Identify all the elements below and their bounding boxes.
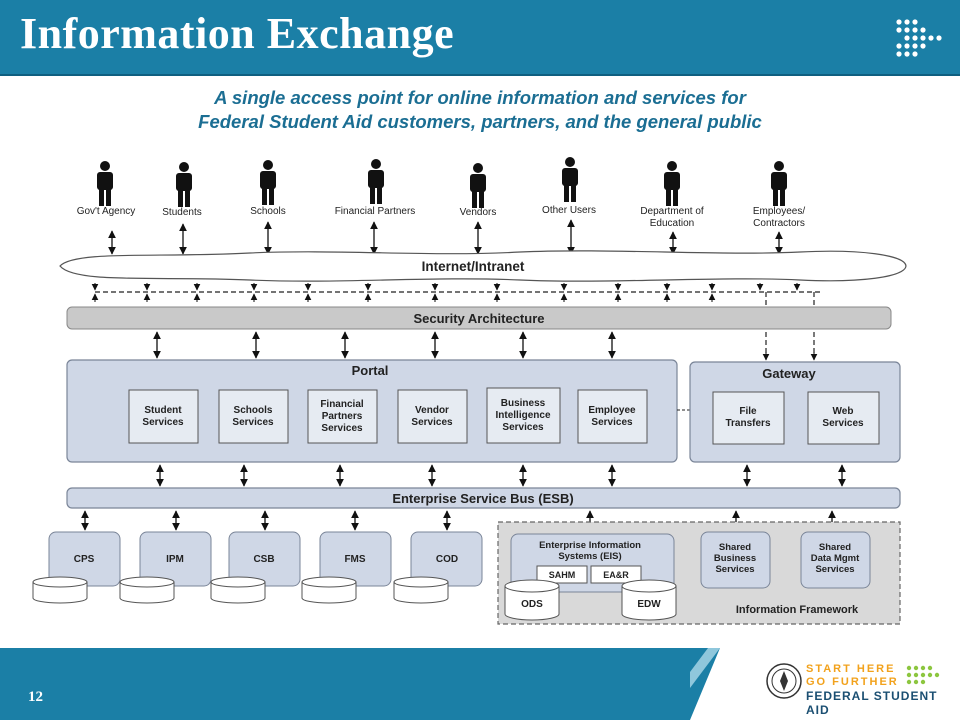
vendor-services-line2: Services [411,417,453,428]
framework-databases [504,579,677,621]
user-label-employees: Employees/ [753,206,805,217]
system-cod: COD [436,554,458,565]
student-services-line1: Student [144,405,182,416]
person-icon [368,159,384,204]
bi-services-line2: Intelligence [495,410,550,421]
shared-business-line1: Shared [719,542,751,553]
edw-label: EDW [637,599,661,610]
user-label-govt-agency: Gov't Agency [77,206,136,217]
ear-box [590,565,642,584]
ear-label: EA&R [603,570,629,580]
sahm-label: SAHM [549,570,576,580]
user-label-financial-partners: Financial Partners [335,206,416,217]
page-number: 12 [28,689,43,705]
header-divider [0,74,960,76]
shared-business-line2: Business [714,553,756,564]
shared-business-box [700,531,771,589]
financial-services-line1: Financial [320,399,364,410]
employee-services-line1: Employee [588,405,636,416]
portal-services: Student Services Schools Services Financ… [128,387,648,444]
security-architecture-bar [66,306,892,330]
framework-label: Information Framework [736,604,859,616]
person-icon [771,161,787,206]
student-services-line2: Services [142,417,184,428]
subtitle-line-1: A single access point for online informa… [214,87,746,108]
esb-system-arrows [81,510,836,533]
portal-label: Portal [352,363,389,378]
slogan-federal-student-aid: FEDERAL STUDENT AID [806,689,938,717]
esb-label: Enterprise Service Bus (ESB) [392,491,573,506]
footer-logo-panel [690,648,960,720]
dashed-rises [91,293,716,302]
architecture-diagram: Gov't Agency Students Schools Financial … [32,157,907,625]
person-icon [176,162,192,207]
system-cps: CPS [74,554,95,565]
eis-line2: Systems (EIS) [558,551,621,562]
user-label-vendors: Vendors [460,207,497,218]
security-label: Security Architecture [413,311,544,326]
schools-services-line2: Services [232,417,274,428]
slide-title: Information Exchange [20,9,455,58]
database-cylinders [32,576,449,604]
user-label-students: Students [162,207,201,218]
web-services-line1: Web [833,406,854,417]
subtitle-line-2: Federal Student Aid customers, partners,… [198,111,762,132]
bi-services-line1: Business [501,398,546,409]
user-label-other-users: Other Users [542,205,596,216]
employee-services-line2: Services [591,417,633,428]
green-dots-icon [906,665,940,685]
system-ipm: IPM [166,554,184,565]
financial-services-line2: Partners [322,411,363,422]
gateway-label: Gateway [762,366,816,381]
legacy-systems [48,531,483,587]
user-figures [97,157,787,208]
department-seal-icon [766,663,802,699]
dot-grid-arrow-icon [896,19,942,57]
slogan-start-here: START HERE [806,663,896,675]
user-label-schools: Schools [250,206,286,217]
schools-services-line1: Schools [234,405,273,416]
file-transfers-line1: File [739,406,757,417]
financial-services-line3: Services [321,423,363,434]
shared-business-line3: Services [715,564,754,575]
esb-bar [66,487,901,509]
user-label-contractors: Contractors [753,218,805,229]
slide-subtitle: A single access point for online informa… [0,86,960,134]
gateway-services: File Transfers Web Services [712,391,880,445]
internet-label: Internet/Intranet [422,259,525,274]
user-arrows [108,219,783,255]
security-portal-arrows [153,331,616,359]
person-icon [260,160,276,205]
person-icon [562,157,578,202]
vendor-services-line1: Vendor [415,405,449,416]
sahm-box [536,565,588,584]
shared-data-box [800,531,871,589]
system-fms: FMS [344,554,365,565]
web-services-line2: Services [822,418,864,429]
person-icon [470,163,486,208]
shared-data-line2: Data Mgmt [811,553,860,564]
slogan-go-further: GO FURTHER [806,676,899,688]
header-bar [0,0,960,74]
dashed-drops [91,283,801,291]
file-transfers-line2: Transfers [725,418,770,429]
person-icon [664,161,680,206]
user-label-department-of: Department of [640,206,704,217]
bi-services-line3: Services [502,422,544,433]
ods-label: ODS [521,599,543,610]
portal-esb-arrows [156,464,846,487]
eis-line1: Enterprise Information [539,540,641,551]
system-csb: CSB [253,554,274,565]
person-icon [97,161,113,206]
shared-data-line3: Services [815,564,854,575]
user-label-education: Education [650,218,694,229]
internet-cloud [59,250,907,282]
shared-data-line1: Shared [819,542,851,553]
